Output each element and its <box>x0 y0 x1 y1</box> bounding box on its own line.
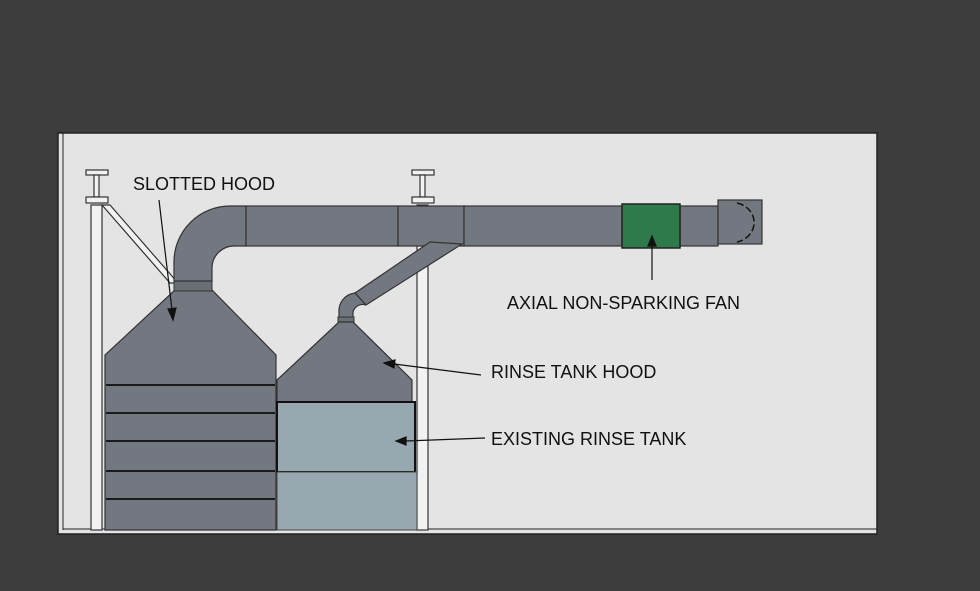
label-slotted-hood: SLOTTED HOOD <box>133 174 275 194</box>
hood-duct-elbow <box>173 205 247 282</box>
discharge-outlet <box>717 199 763 245</box>
slotted-hood-assembly <box>104 280 277 531</box>
label-existing-rinse-tank: EXISTING RINSE TANK <box>491 429 686 449</box>
left-support-post <box>85 169 109 531</box>
leader-arrows <box>158 199 657 446</box>
label-axial-fan: AXIAL NON-SPARKING FAN <box>507 293 740 313</box>
main-exhaust-duct <box>245 205 719 247</box>
existing-rinse-tank <box>276 401 418 531</box>
rinse-branch-duct <box>338 241 464 319</box>
label-rinse-tank-hood: RINSE TANK HOOD <box>491 362 656 382</box>
hood-slot-lines <box>106 384 275 500</box>
slotted-hood-collar <box>173 280 213 292</box>
